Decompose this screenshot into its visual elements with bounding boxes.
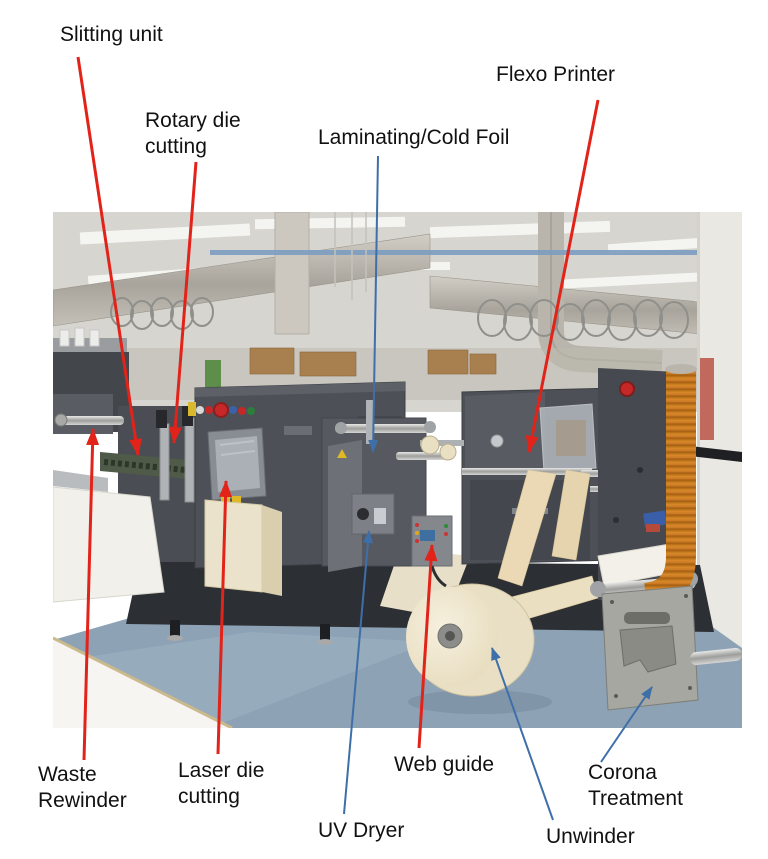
label-unwinder: Unwinder [546, 824, 635, 850]
label-line: cutting [178, 785, 240, 808]
blue-pipe [210, 250, 742, 255]
vertical-duct [274, 212, 310, 335]
cardboard-boxes [249, 347, 497, 377]
label-line: cutting [145, 135, 207, 158]
label-line: Unwinder [546, 825, 635, 848]
label-line: Web guide [394, 753, 495, 776]
green-sign [205, 360, 221, 388]
warning-triangle [337, 449, 347, 458]
right-cabinet [598, 368, 678, 600]
label-laser-die-cutting: Laser die cutting [178, 758, 264, 810]
label-slitting-unit: Slitting unit [60, 22, 163, 48]
white-cover-panel [53, 486, 165, 603]
red-equipment-behind [700, 358, 714, 440]
label-uv-dryer: UV Dryer [318, 818, 404, 844]
label-line: Laser die [178, 759, 265, 782]
label-line: Rotary die [145, 109, 241, 132]
blue-sensor [643, 510, 667, 528]
label-laminating-cold-foil: Laminating/Cold Foil [318, 125, 509, 151]
black-bar [690, 446, 742, 462]
laminating-roller-shaft [335, 424, 435, 433]
label-line: Slitting unit [60, 23, 163, 46]
label-line: Flexo Printer [496, 63, 616, 86]
warning-sticker-2 [232, 496, 241, 504]
label-flexo-printer: Flexo Printer [496, 62, 615, 88]
label-line: Treatment [588, 787, 683, 810]
label-rotary-die-cutting: Rotary die cutting [145, 108, 241, 160]
label-line: Rewinder [38, 789, 127, 812]
emergency-stop-right [619, 381, 635, 397]
label-line: Corona [588, 761, 657, 784]
label-line: Waste [38, 763, 97, 786]
emergency-stop-left [213, 402, 229, 418]
foil-roll-small [420, 435, 440, 455]
label-line: Laminating/Cold Foil [318, 126, 510, 149]
label-line: UV Dryer [318, 819, 405, 842]
label-web-guide: Web guide [394, 752, 494, 778]
